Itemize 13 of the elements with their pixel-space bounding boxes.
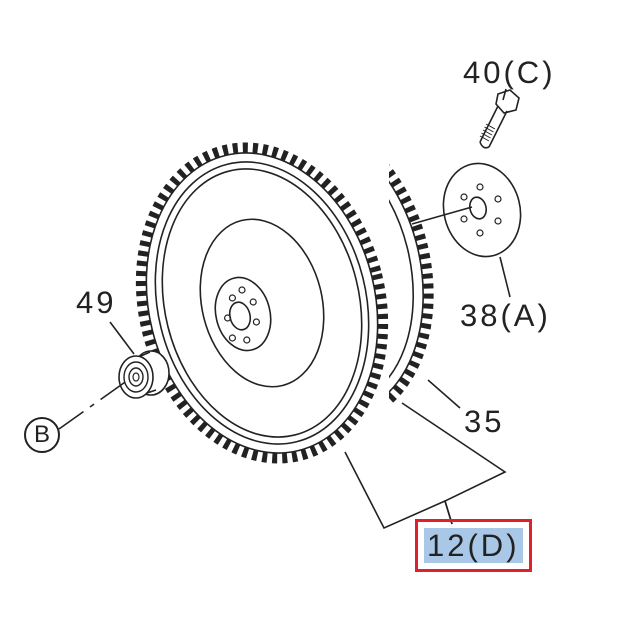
reference-circle: B	[24, 417, 60, 453]
callout-number: 35	[464, 406, 504, 437]
leader-line	[109, 322, 135, 354]
leader-line	[502, 88, 507, 100]
callout-number: 49	[76, 287, 116, 318]
bracket-leader-line	[402, 402, 507, 524]
callout-number: 12(D)	[424, 528, 523, 563]
leader-line	[499, 256, 511, 298]
leader-line	[427, 379, 461, 409]
callout-number: 40(C)	[463, 57, 556, 88]
callout-number: 38(A)	[460, 300, 551, 331]
pilot-bearing-drawing	[116, 348, 172, 402]
leader-line	[412, 206, 472, 225]
